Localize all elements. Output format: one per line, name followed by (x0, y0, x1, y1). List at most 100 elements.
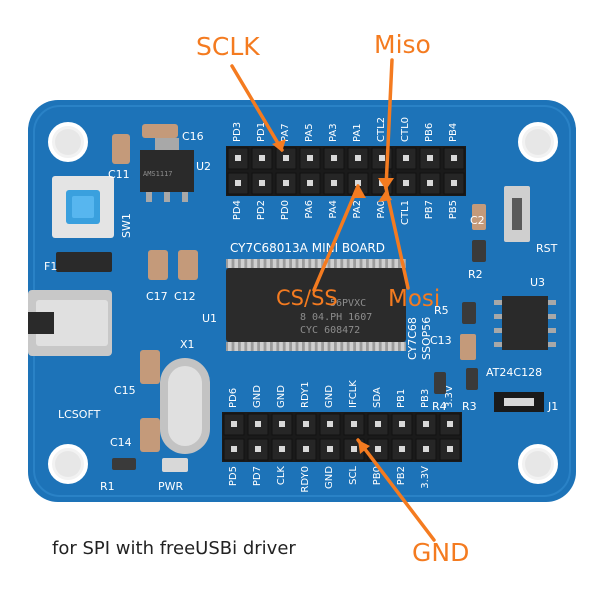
mounting-hole (518, 444, 558, 484)
chip-pin (234, 342, 238, 351)
header-pin (255, 421, 261, 427)
resistor (462, 302, 476, 324)
silk-label: R4 (432, 400, 447, 413)
header-pin (355, 180, 361, 186)
chip-pin (279, 259, 283, 268)
pin-label: CTL1 (400, 200, 411, 225)
header-pin (379, 155, 385, 161)
pin-label: RDY1 (300, 381, 311, 408)
chip-pin (253, 342, 258, 351)
chip-pin (362, 259, 366, 268)
silk-label: C13 (430, 334, 452, 347)
pin-label: PB7 (424, 200, 435, 219)
header-pin (355, 155, 361, 161)
header-pin (259, 180, 265, 186)
cs-arrow (312, 184, 360, 292)
chip-pin (311, 259, 315, 268)
pin-label: PA6 (304, 200, 315, 219)
pin-label: GND (324, 466, 335, 489)
cs-label: CS/SS (276, 286, 338, 310)
pin-label: PB5 (448, 200, 459, 219)
chip-pin (356, 259, 360, 268)
gnd-label: GND (412, 538, 470, 567)
pin-label: PD6 (228, 388, 239, 408)
arrow-head (352, 184, 366, 198)
chip-pin (343, 342, 347, 351)
chip-pin (368, 259, 373, 268)
silk-label: C16 (182, 130, 204, 143)
header-pin (331, 155, 337, 161)
silk-label: C11 (108, 168, 130, 181)
main-chip: 56PVXC 8 04.PH 1607 CYC 608472 (226, 259, 406, 351)
mounting-hole (48, 444, 88, 484)
arrow-head (378, 190, 392, 202)
chip-pin (394, 342, 398, 351)
header-pin (331, 180, 337, 186)
pin-label: PB4 (448, 123, 459, 142)
pin-label: 3.3V (420, 466, 431, 489)
board-title: CY7C68013A MINI BOARD (230, 241, 385, 255)
silk-label: C14 (110, 436, 132, 449)
chip-pin (336, 342, 341, 351)
header-pin (447, 446, 453, 452)
pin-label: SDA (372, 387, 383, 408)
header-pin (303, 421, 309, 427)
capacitor (178, 250, 198, 280)
silk-label: X1 (180, 338, 195, 351)
silk-label: RST (536, 242, 558, 255)
header-pin (235, 180, 241, 186)
chip-pin (356, 342, 360, 351)
header-pin (375, 421, 381, 427)
miso-label: Miso (374, 30, 431, 59)
pin-label: PD5 (228, 466, 239, 486)
chip-pin (260, 342, 264, 351)
header-pin (283, 155, 289, 161)
pin-label: PB2 (396, 466, 407, 485)
pin-label: GND (324, 385, 335, 408)
header-pin (451, 180, 457, 186)
resistor (434, 372, 446, 394)
jumper (494, 392, 544, 412)
pin-label: PA1 (352, 123, 363, 142)
top-pin-grid (227, 147, 465, 195)
chip-pin (388, 342, 392, 351)
regulator-marking: AMS1117 (143, 170, 173, 178)
header-pin (399, 446, 405, 452)
miso-arrow (384, 58, 394, 190)
chip-pin (330, 259, 334, 268)
pin-label: PD1 (256, 122, 267, 142)
chip-pin (298, 259, 302, 268)
silk-label: C12 (174, 290, 196, 303)
voltage-regulator: AMS1117 (140, 138, 194, 202)
mounting-hole (518, 122, 558, 162)
bottom-pin-grid (223, 413, 461, 461)
chip-pin (285, 342, 290, 351)
chip-pin (298, 342, 302, 351)
chip-pin (266, 259, 270, 268)
resistor (472, 240, 486, 262)
silk-label: LCSOFT (58, 408, 101, 421)
chip-pin (240, 342, 245, 351)
chip-pin (388, 259, 392, 268)
header-pin (231, 446, 237, 452)
pin-label: IFCLK (348, 380, 359, 408)
chip-pin (343, 259, 347, 268)
header-pin (399, 421, 405, 427)
header-pin (231, 421, 237, 427)
silk-label: U1 (202, 312, 217, 325)
chip-pin (400, 342, 405, 351)
pin-label: 3.3V (444, 385, 455, 408)
silk-label: U2 (196, 160, 211, 173)
pin-label: PD2 (256, 200, 267, 220)
header-pin (259, 155, 265, 161)
pin-label: PD0 (280, 200, 291, 220)
header-pin (351, 421, 357, 427)
chip-pin (394, 259, 398, 268)
header-pin (427, 180, 433, 186)
chip-marking: 8 04.PH 1607 (300, 312, 372, 323)
pin-label: GND (276, 385, 287, 408)
pin-label: PA0 (376, 200, 387, 219)
chip-pin (381, 259, 386, 268)
